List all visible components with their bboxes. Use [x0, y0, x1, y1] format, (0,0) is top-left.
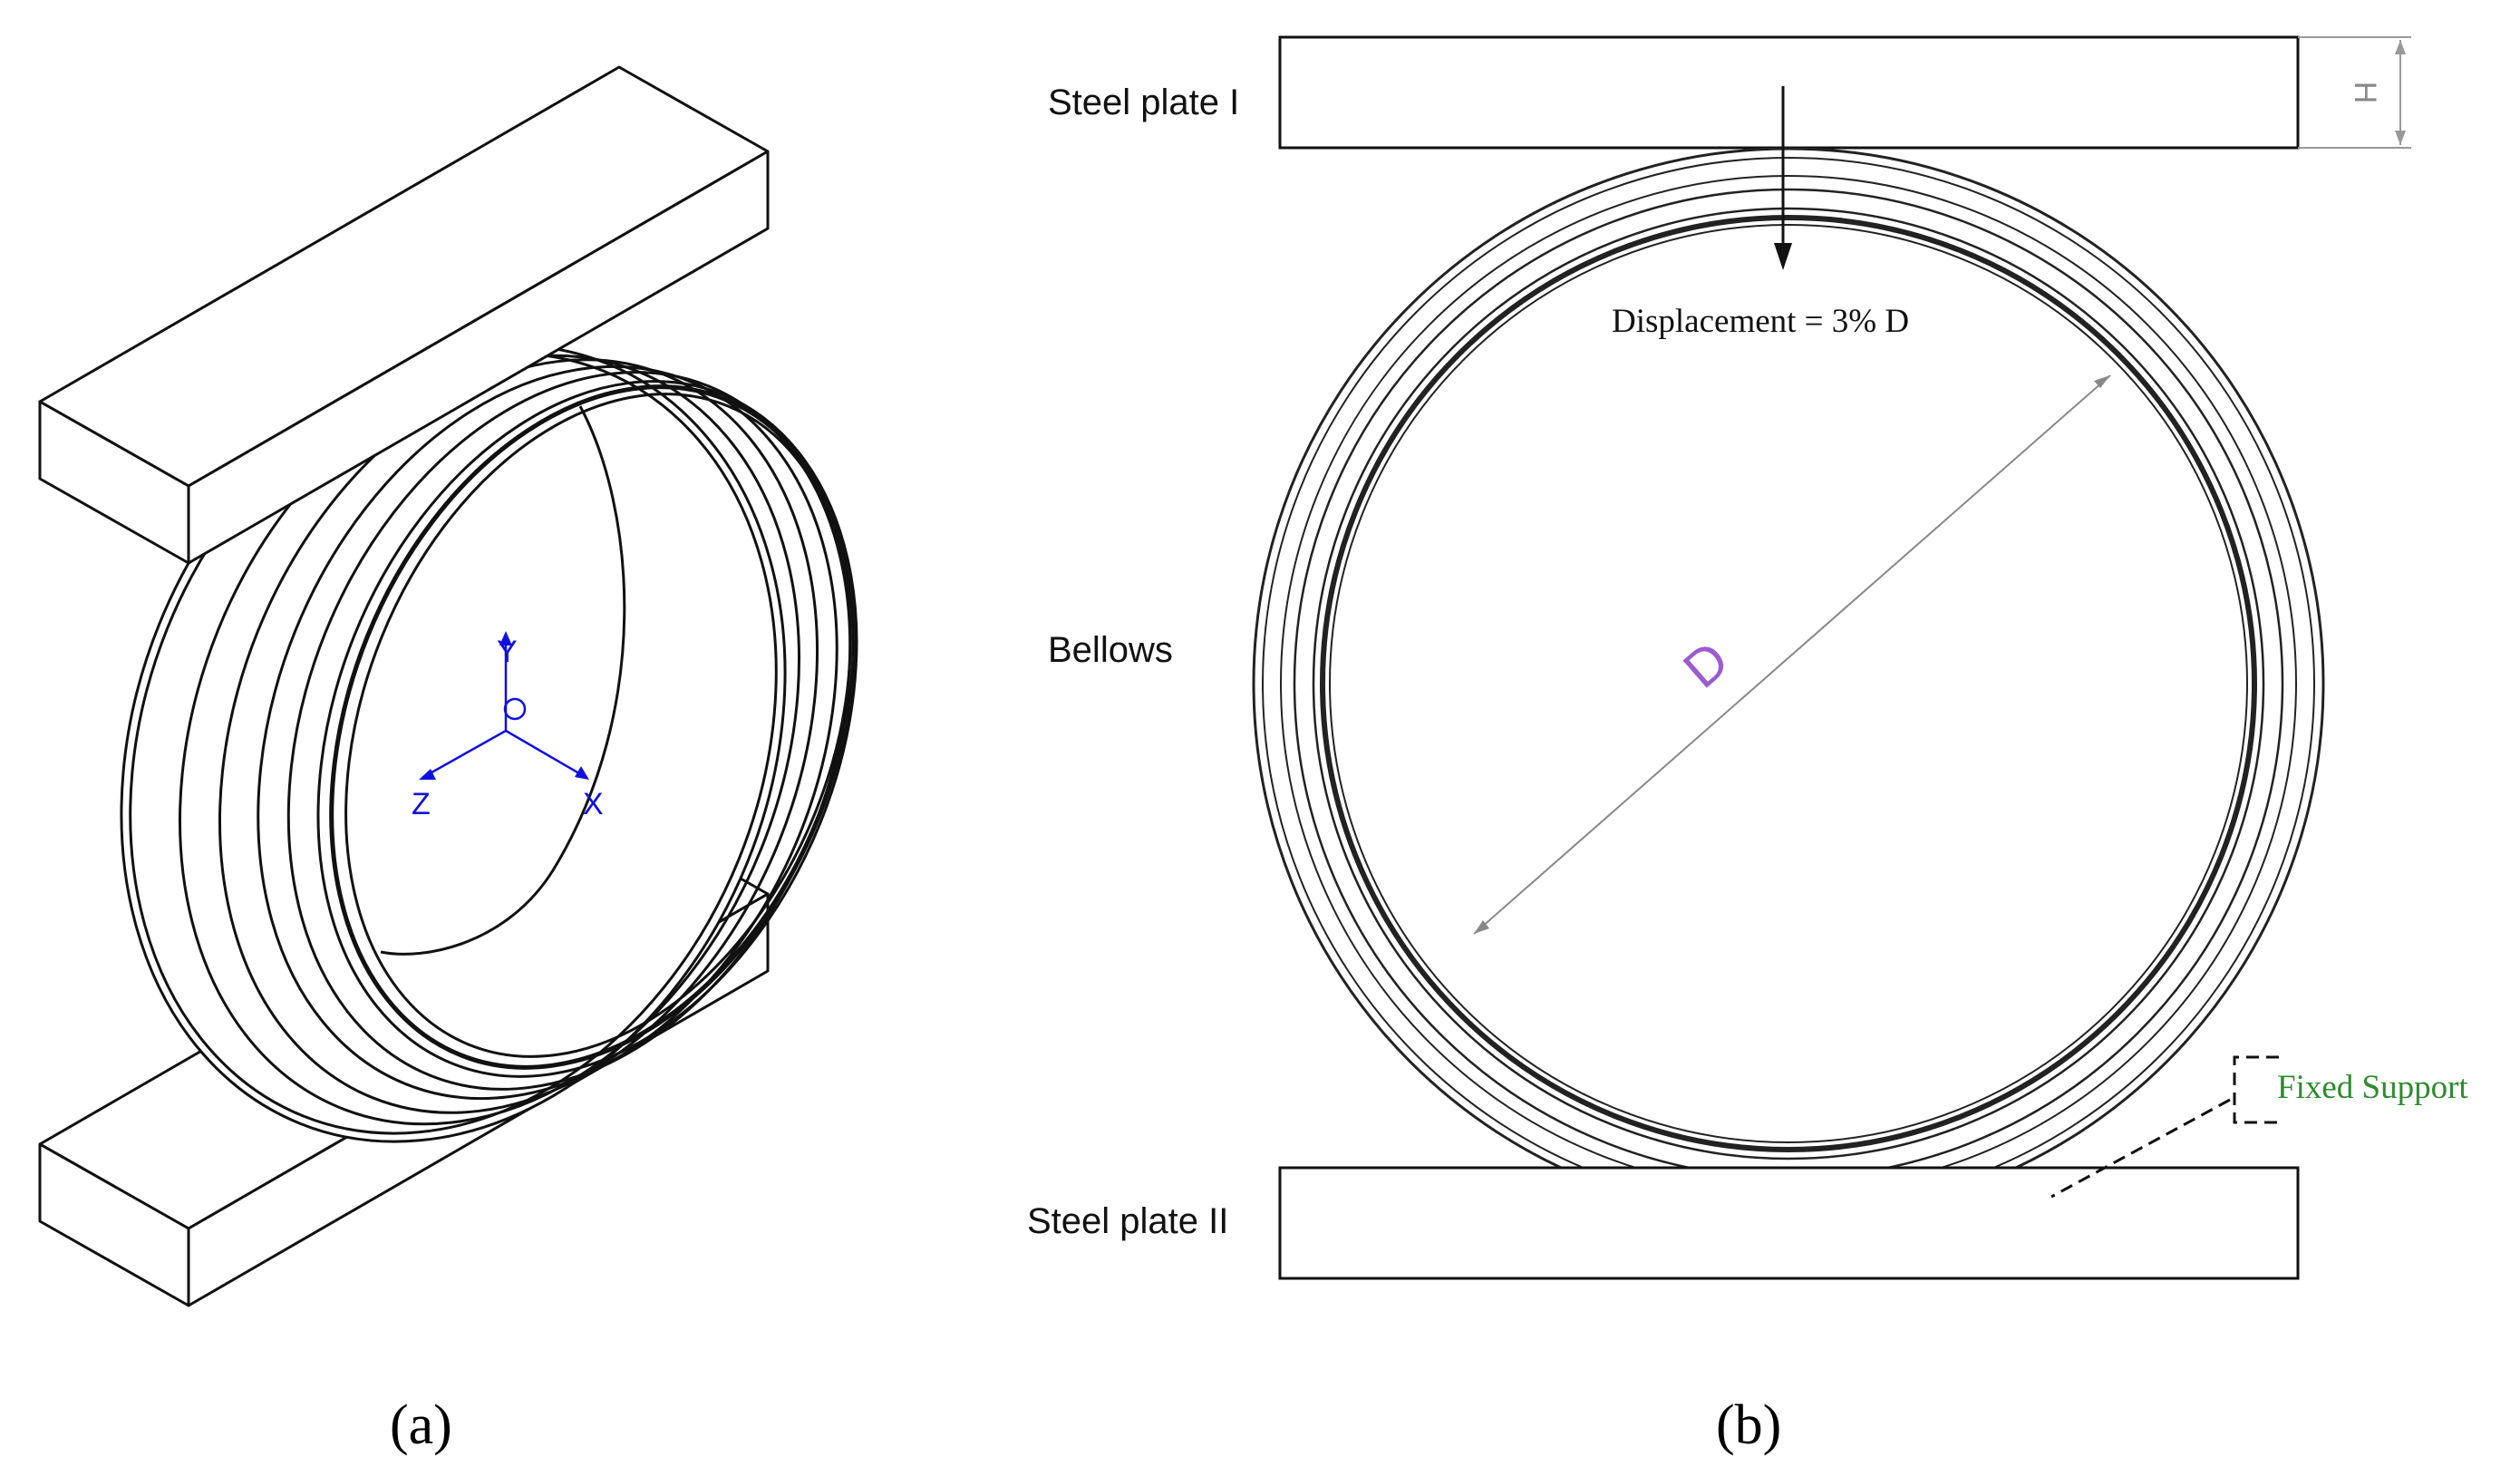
- steel-plate-bottom-label: Steel plate II: [1027, 1201, 1228, 1241]
- displacement-label: Displacement = 3% D: [1612, 303, 1909, 340]
- steel-plate-top: [1278, 35, 2300, 150]
- fixed-support-label: Fixed Support: [2277, 1069, 2468, 1106]
- thickness-dimension: [2298, 36, 2411, 149]
- panel-a-caption: (a): [390, 1394, 452, 1456]
- axis-y-label: Y: [497, 635, 518, 669]
- steel-plate-bottom: [1278, 1166, 2300, 1280]
- diameter-dimension: [1473, 374, 2111, 935]
- axis-x-label: X: [583, 787, 604, 821]
- panel-b-caption: (b): [1716, 1394, 1781, 1456]
- panel-b-front-view: H D Displacement = 3% D: [1027, 35, 2468, 1280]
- steel-plate-top-label: Steel plate I: [1048, 83, 1239, 122]
- displacement-arrow: [1774, 86, 1792, 270]
- thickness-label: H: [2348, 82, 2382, 104]
- bellows-label: Bellows: [1048, 630, 1173, 670]
- fixed-support-marker: [2050, 1055, 2279, 1199]
- panel-a-isometric-model: Y X Z: [38, 65, 858, 1307]
- top-plate-3d: [38, 65, 770, 565]
- coordinate-axes: [419, 631, 589, 780]
- bellows-front-view: [1252, 147, 2325, 1220]
- bellows-ring-3d: [120, 344, 858, 1143]
- axis-z-label: Z: [412, 787, 431, 821]
- diameter-label: D: [1672, 630, 1740, 700]
